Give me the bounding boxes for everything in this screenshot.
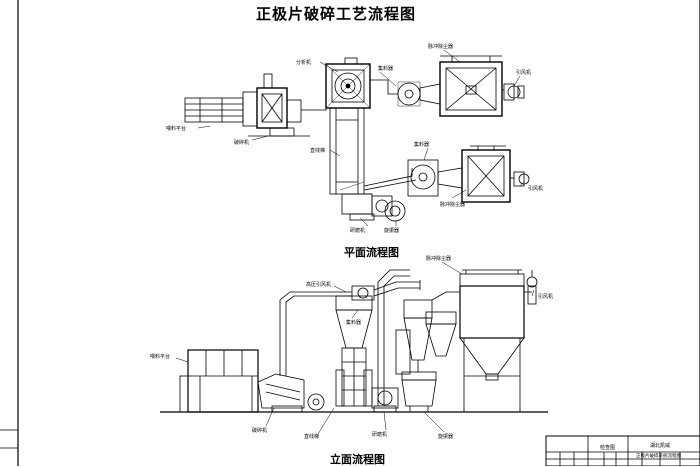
elev-label-cyclone: 旋振器	[438, 433, 453, 440]
plan-crusher	[242, 73, 310, 137]
elev-label-grinder: 研磨机	[372, 431, 387, 438]
plan-label-collector-top: 集料器	[378, 65, 393, 72]
plan-label-crusher: 破碎机	[234, 139, 249, 146]
plan-label-collector-mid: 集料器	[414, 141, 429, 148]
plan-label-feed: 喂料平台	[166, 125, 186, 132]
elev-duct	[279, 291, 352, 376]
elev-feed-platform	[179, 349, 259, 413]
main-title: 正极片破碎工艺流程图	[256, 5, 417, 23]
elev-duct	[285, 295, 352, 376]
plan-grinder	[341, 193, 406, 222]
plan-label-pulse-top: 脉冲除尘器	[428, 43, 453, 50]
plan-label-group: 分析机 集料器 脉冲除尘器 引风机 喂料平台 破碎机 直线梯 集料器 脉冲除尘器…	[166, 43, 543, 234]
elev-duct	[383, 275, 410, 406]
elev-grinder	[371, 387, 399, 413]
title-block-text: 检查图 湖北凯威 正极片破碎系统流程图	[600, 442, 681, 459]
plan-collector-mid	[407, 159, 463, 197]
plan-collector-top	[397, 81, 441, 107]
plan-leaders	[197, 49, 525, 227]
elev-duct	[431, 291, 460, 301]
elev-cyclone-group	[395, 299, 457, 412]
plan-duct	[301, 86, 327, 111]
elev-crusher	[257, 373, 325, 413]
title-block	[545, 435, 700, 466]
title-block-drawing-name: 正极片破碎系统流程图	[636, 452, 681, 459]
plan-label-pulse-mid: 脉冲除尘器	[440, 201, 465, 208]
plan-feed-platform	[184, 97, 244, 123]
plan-view-title: 平面流程图	[344, 246, 399, 259]
elev-label-feed: 喂料平台	[150, 353, 170, 360]
elev-fan	[524, 270, 538, 305]
plan-pulse-top	[439, 55, 503, 117]
elevation-view-title: 立面流程图	[330, 453, 385, 466]
plan-label-fan-top: 引风机	[516, 69, 531, 76]
title-block-org: 湖北凯威	[650, 442, 670, 449]
plan-label-splitter: 分析机	[296, 59, 311, 66]
elev-label-group: 高压引风机 集料器 脉冲除尘器 引风机 喂料平台 破碎机 直线梯 研磨机 旋振器	[150, 255, 553, 440]
elev-label-hp-fan: 高压引风机	[306, 281, 331, 288]
plan-elevator	[329, 107, 372, 195]
elev-label-fan: 引风机	[538, 293, 553, 300]
elev-label-crusher: 破碎机	[252, 427, 267, 434]
plan-inlet	[344, 57, 358, 65]
elev-pulse-collector	[459, 269, 525, 412]
plan-fan-top	[502, 83, 525, 101]
plan-duct	[363, 179, 417, 191]
elev-label-elevator: 直线梯	[304, 433, 319, 440]
elev-duct	[377, 269, 410, 406]
elev-hp-fan	[351, 280, 421, 301]
elev-center-tower	[335, 295, 373, 407]
plan-splitter	[325, 63, 371, 109]
plan-pulse-mid	[461, 145, 511, 203]
plan-label-elevator: 直线梯	[310, 147, 325, 154]
plan-duct	[363, 168, 413, 187]
plan-duct	[370, 79, 398, 95]
plan-label-fan-mid: 引风机	[528, 185, 543, 192]
title-block-check: 检查图	[600, 444, 615, 451]
plan-label-grinder: 研磨机	[350, 227, 365, 234]
plan-fan-mid	[510, 171, 530, 187]
elev-label-collector: 集料器	[346, 319, 361, 326]
elev-leaders	[175, 261, 535, 435]
plan-label-cyclone: 旋振器	[384, 227, 399, 234]
elev-label-pulse: 脉冲除尘器	[426, 255, 451, 262]
